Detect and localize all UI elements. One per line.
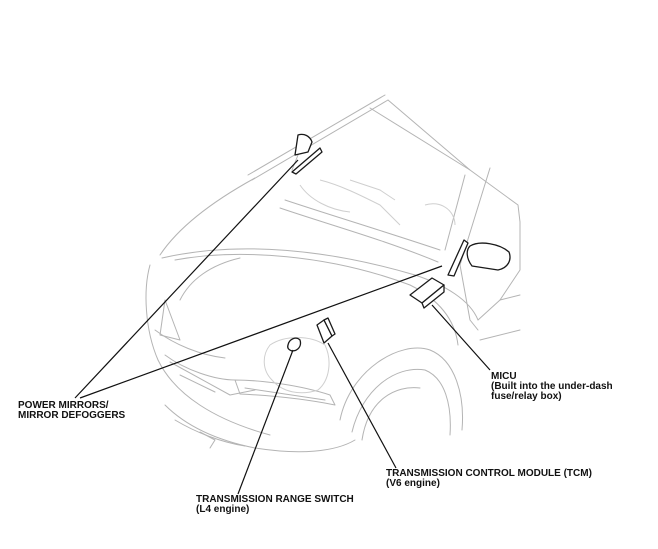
label-power-mirrors-line2: MIRROR DEFOGGERS bbox=[18, 410, 126, 421]
label-range-switch-line1: TRANSMISSION RANGE SWITCH bbox=[196, 494, 354, 505]
label-range-switch: TRANSMISSION RANGE SWITCH (L4 engine) bbox=[196, 495, 354, 515]
micu-box bbox=[409, 277, 445, 309]
leader-mirrors-left bbox=[74, 159, 299, 399]
leader-tcm bbox=[327, 342, 397, 469]
label-power-mirrors-line1: POWER MIRRORS/ bbox=[18, 400, 109, 411]
car-outline bbox=[145, 94, 521, 453]
leader-lines bbox=[74, 159, 491, 495]
label-micu-line3: fuse/relay box) bbox=[491, 391, 562, 402]
right-power-mirror bbox=[447, 239, 511, 277]
label-tcm-line1: TRANSMISSION CONTROL MODULE (TCM) bbox=[386, 468, 592, 479]
tcm-module bbox=[316, 317, 336, 344]
transmission-range-switch bbox=[287, 337, 302, 352]
label-micu: MICU (Built into the under-dash fuse/rel… bbox=[491, 372, 613, 402]
leader-micu bbox=[431, 304, 491, 371]
label-tcm: TRANSMISSION CONTROL MODULE (TCM) (V6 en… bbox=[386, 469, 592, 489]
leader-range-switch bbox=[237, 349, 294, 495]
components bbox=[287, 133, 511, 352]
label-micu-line2: (Built into the under-dash bbox=[491, 381, 613, 392]
label-range-switch-line2: (L4 engine) bbox=[196, 504, 250, 515]
label-micu-line1: MICU bbox=[491, 371, 517, 382]
label-power-mirrors: POWER MIRRORS/ MIRROR DEFOGGERS bbox=[18, 401, 125, 421]
leader-mirrors-right bbox=[79, 265, 443, 399]
left-power-mirror bbox=[291, 133, 323, 175]
label-tcm-line2: (V6 engine) bbox=[386, 478, 440, 489]
